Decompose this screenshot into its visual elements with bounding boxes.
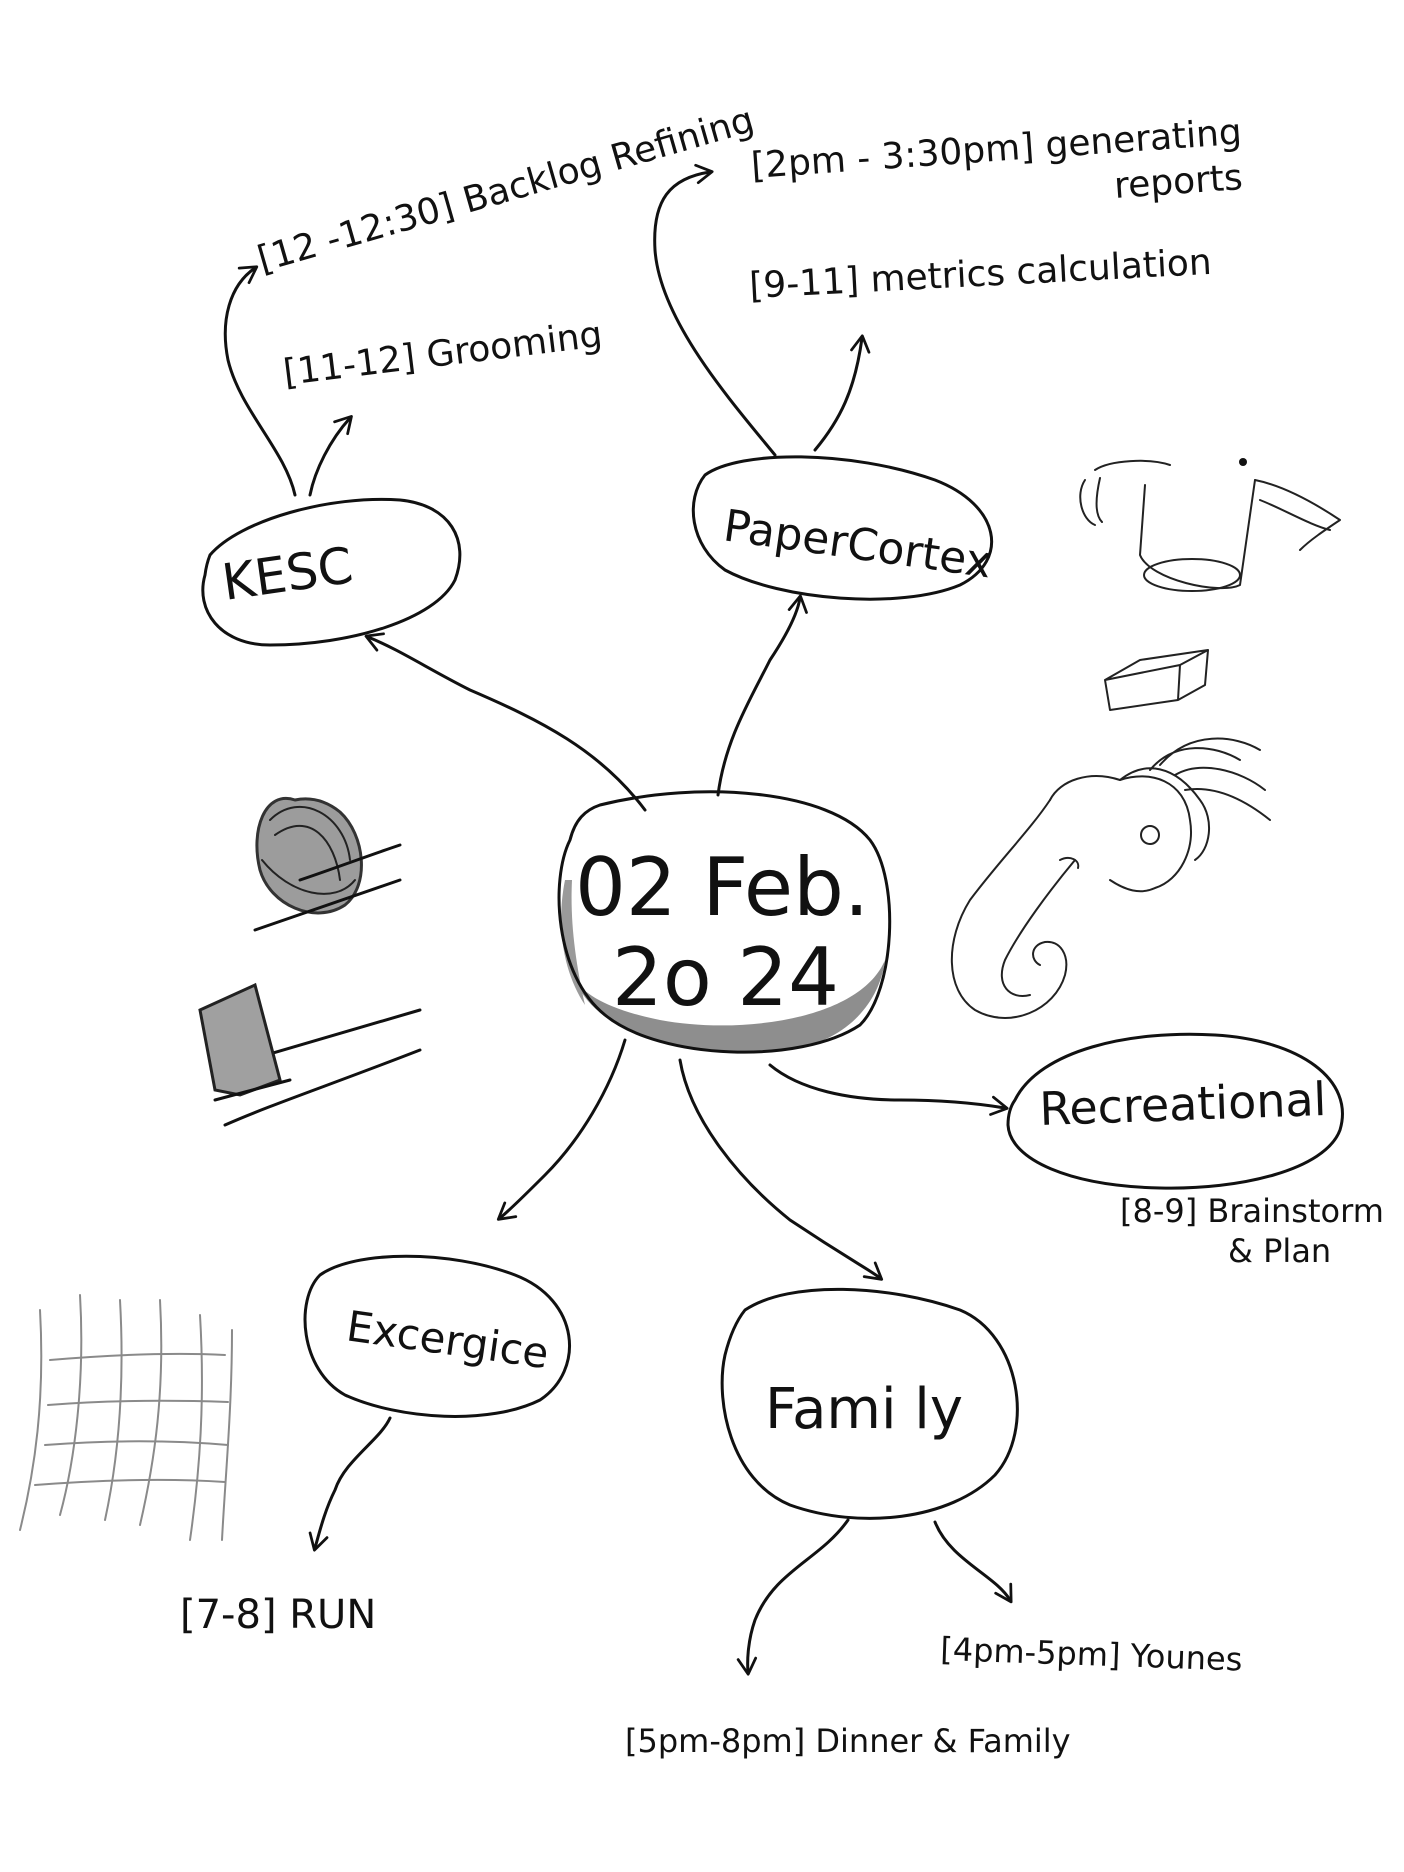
recreational-node: Recreational [8-9] Brainstorm & Plan [1006, 1032, 1384, 1270]
cup-bottom [1143, 558, 1241, 592]
connector-to-recreational [768, 1063, 1009, 1116]
box-doodle [1104, 649, 1209, 711]
elephant-ear [1119, 767, 1211, 861]
doodle-base [213, 1048, 422, 1127]
center-node-shading-left [561, 880, 585, 1005]
doodle-ball [255, 796, 363, 915]
family-task-dinner: [5pm-8pm] Dinner & Family [625, 1722, 1071, 1760]
kesc-arrow-backlog [223, 265, 297, 497]
kesc-task-grooming: [11-12] Grooming [281, 314, 604, 394]
kesc-arrow-grooming [308, 414, 353, 497]
elephant-head [1049, 775, 1192, 893]
center-node-outline [557, 790, 892, 1054]
recreational-task-brainstorm: [8-9] Brainstorm [1120, 1192, 1384, 1230]
papercortex-node: PaperCortex [9-11] metrics calculation [… [653, 112, 1244, 601]
recreational-node-label: Recreational [1038, 1072, 1327, 1136]
cup-body [1139, 479, 1256, 590]
connector-to-family [678, 1058, 884, 1281]
kesc-node: KESC [11-12] Grooming [12 -12:30] Backlo… [201, 100, 759, 647]
cup-top-rim [1094, 459, 1171, 471]
center-date-line1: 02 Feb. [575, 841, 869, 934]
kesc-node-label: KESC [219, 536, 357, 612]
family-task-younes: [4pm-5pm] Younes [940, 1630, 1243, 1679]
family-arrow-younes [933, 1520, 1013, 1604]
exercise-node-label: Excergice [344, 1301, 552, 1378]
pencil-sketch-doodle [198, 796, 422, 1127]
center-connectors [364, 594, 1009, 1281]
recreational-task-plan: & Plan [1228, 1232, 1331, 1270]
family-node-outline [720, 1287, 1019, 1520]
doodle-shard [198, 982, 282, 1097]
grid-horizontals [34, 1352, 229, 1486]
exercise-node: Excergice [7-8] RUN [180, 1254, 572, 1638]
elephant-trunk [950, 799, 1076, 1019]
elephant-eye [1140, 825, 1160, 845]
papercortex-arrow-reports [653, 163, 777, 457]
papercortex-node-label: PaperCortex [720, 500, 994, 588]
cup-handle-left [1079, 477, 1103, 526]
recreational-node-outline [1006, 1032, 1344, 1190]
grid-verticals [19, 1294, 233, 1541]
cup-doodle [1079, 458, 1341, 592]
cup-dot [1239, 458, 1247, 466]
box-outline [1104, 649, 1209, 711]
papercortex-arrow-metrics [813, 334, 871, 452]
center-node: 02 Feb. 2o 24 [557, 790, 892, 1054]
elephant-tusk [1059, 857, 1080, 869]
cup-spout [1254, 479, 1341, 551]
doodle-ramp-diagonal [253, 878, 402, 932]
grid-doodle [19, 1294, 233, 1541]
connector-to-papercortex [716, 594, 808, 797]
family-node-label: Fami ly [765, 1377, 963, 1442]
exercise-task-run: [7-8] RUN [180, 1592, 376, 1638]
papercortex-node-outline [691, 455, 994, 601]
exercise-arrow-run [308, 1416, 392, 1552]
connector-to-kesc [364, 632, 647, 812]
center-date-line2: 2o 24 [612, 931, 839, 1024]
kesc-node-outline [201, 497, 462, 647]
papercortex-task-reports-2: reports [1113, 157, 1244, 207]
exercise-node-outline [303, 1254, 572, 1418]
kesc-task-backlog: [12 -12:30] Backlog Refining [253, 100, 758, 281]
doodle-ramp-top [298, 843, 402, 882]
papercortex-task-metrics: [9-11] metrics calculation [748, 242, 1212, 307]
family-arrow-dinner [736, 1518, 850, 1676]
center-node-shading [575, 960, 885, 1053]
elephant-hair [1149, 737, 1271, 821]
elephant-doodle [950, 737, 1271, 1019]
family-node: Fami ly [4pm-5pm] Younes [5pm-8pm] Dinne… [625, 1287, 1243, 1760]
connector-to-exercise [496, 1038, 627, 1221]
